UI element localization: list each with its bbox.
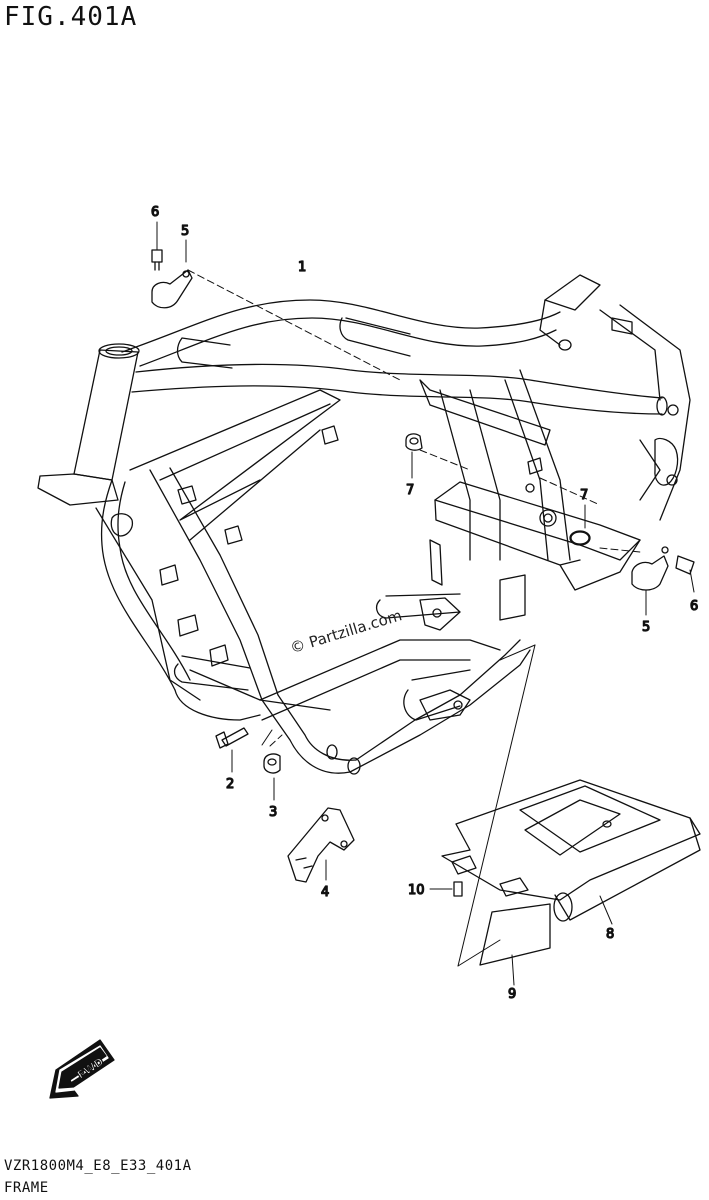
bolt-2	[215, 727, 249, 773]
diagram-code: VZR1800M4_E8_E33_401A	[4, 1158, 192, 1174]
bolt-6-upper	[151, 221, 163, 271]
fwd-arrow-icon	[49, 1039, 115, 1099]
nut-7	[405, 433, 591, 546]
bracket-5-lower	[631, 546, 669, 616]
diagram-name: FRAME	[4, 1180, 49, 1196]
callout-8: 8	[606, 927, 614, 942]
nut-3	[263, 753, 281, 801]
callout-2: 2	[226, 777, 234, 792]
callout-3: 3	[269, 805, 277, 820]
bracket-5-upper	[151, 239, 193, 309]
callout-7-right: 7	[580, 488, 588, 503]
callout-10: 10	[408, 883, 425, 898]
leader-lines	[187, 269, 641, 747]
callout-6-upper: 6	[151, 205, 159, 220]
callout-1: 1	[298, 260, 306, 275]
plate-9	[479, 903, 551, 986]
callout-4: 4	[321, 885, 329, 900]
figure-title: FIG.401A	[4, 2, 138, 32]
callout-labels: 1 2 3 4 5 5 6 6 7 7 8 9 10	[150, 204, 699, 1002]
callout-5-upper: 5	[181, 224, 189, 239]
bracket-4	[287, 807, 355, 883]
callout-6-lower: 6	[690, 599, 698, 614]
callout-7-left: 7	[406, 483, 414, 498]
bolt-10	[429, 881, 463, 897]
skid-plate-8	[441, 779, 701, 925]
main-frame	[37, 274, 691, 775]
callout-9: 9	[508, 987, 516, 1002]
bolt-6-lower	[675, 555, 695, 593]
section-outline	[261, 644, 536, 967]
callout-5-lower: 5	[642, 620, 650, 635]
